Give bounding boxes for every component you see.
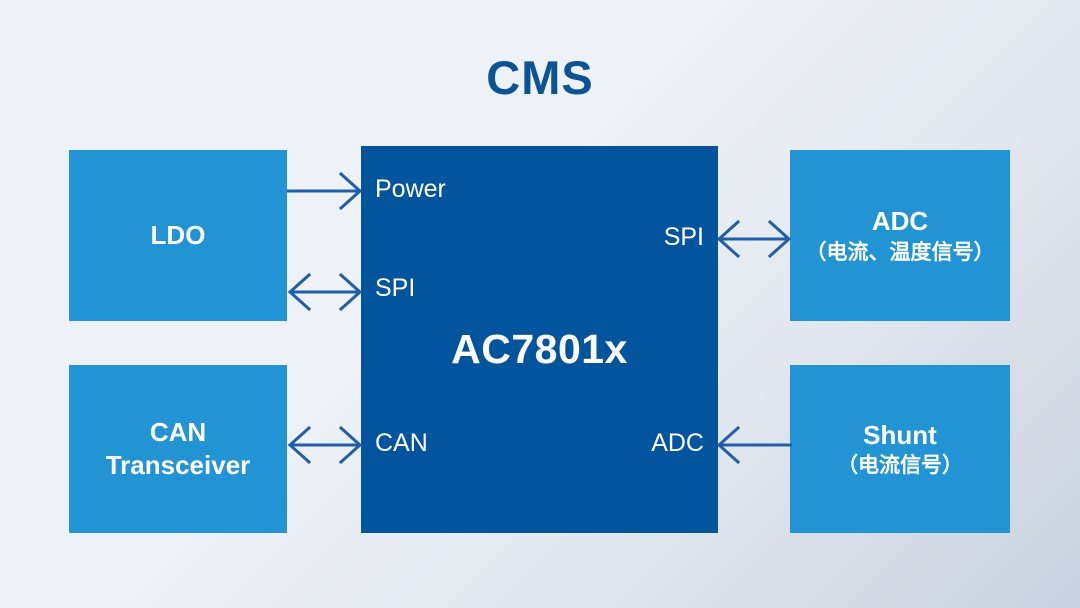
block-can-transceiver-label-line2: Transceiver	[105, 450, 251, 480]
connector-shunt-to-adc-icon	[716, 425, 792, 465]
block-shunt-label: Shunt	[863, 419, 937, 450]
connector-can-transceiver-to-can-icon	[287, 425, 363, 465]
block-ldo[interactable]: LDO	[69, 150, 287, 321]
page-title: CMS	[486, 51, 594, 104]
connector-spi-to-adc-icon	[716, 219, 792, 259]
block-ldo-label: LDO	[150, 220, 206, 251]
block-adc-label: ADC	[871, 206, 929, 237]
block-shunt-sublabel: （电流信号）	[837, 454, 963, 478]
pin-label-power-left: Power	[375, 175, 446, 203]
block-mcu-ac7801x[interactable]: Power SPI CAN SPI ADC AC7801x	[361, 146, 718, 533]
pin-label-spi-right: SPI	[663, 223, 704, 251]
block-adc[interactable]: ADC （电流、温度信号）	[790, 150, 1010, 321]
pin-label-can-left: CAN	[375, 429, 428, 457]
pin-label-adc-right: ADC	[651, 429, 704, 457]
connector-ldo-to-spi-icon	[287, 272, 363, 312]
block-can-transceiver[interactable]: CAN Transceiver	[69, 365, 287, 533]
block-mcu-name: AC7801x	[451, 326, 628, 372]
block-adc-sublabel: （电流、温度信号）	[805, 240, 995, 264]
pin-label-spi-left: SPI	[375, 274, 416, 302]
block-can-transceiver-label-line1: CAN	[149, 416, 207, 447]
block-shunt[interactable]: Shunt （电流信号）	[790, 365, 1010, 533]
connector-ldo-to-power-icon	[287, 171, 363, 211]
